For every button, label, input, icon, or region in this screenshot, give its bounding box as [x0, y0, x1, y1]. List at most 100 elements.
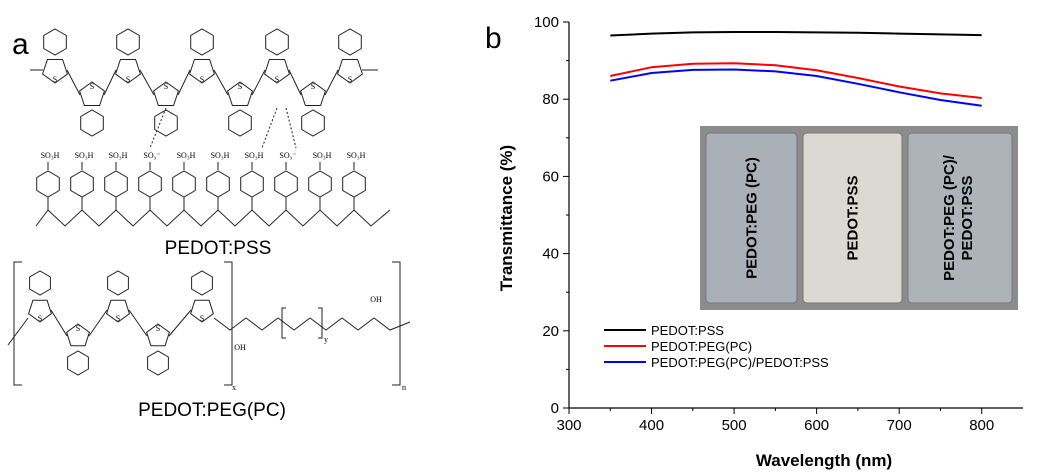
- x-tick-label: 800: [969, 417, 994, 434]
- ionic-interaction: [285, 107, 297, 149]
- dioxane-ring: [43, 28, 67, 56]
- y-tick-label: 40: [542, 246, 559, 263]
- pss-chain: [35, 162, 391, 227]
- panel-label-b: b: [485, 22, 502, 55]
- dioxane-ring: [80, 109, 104, 137]
- dioxane-ring: [67, 350, 89, 376]
- sample-label: PEDOT:PEG (PC): [744, 157, 761, 279]
- pedot-peg-backbone: [7, 261, 411, 386]
- legend-entry: PEDOT:PSS: [651, 323, 724, 338]
- x-tick-label: 600: [804, 417, 829, 434]
- backbone-bond: [139, 69, 155, 96]
- sulfonic-group: SO₃H: [75, 151, 94, 160]
- dioxane-ring: [29, 270, 51, 296]
- sulfur-atom: S: [126, 75, 130, 84]
- sulfonic-group: SO₃H: [347, 151, 366, 160]
- hydroxyl-group: OH: [234, 343, 246, 352]
- dioxane-ring: [265, 28, 289, 56]
- backbone-bond: [251, 69, 266, 96]
- dioxane-ring: [190, 28, 214, 56]
- backbone-bond: [168, 309, 192, 337]
- sulfur-atom: S: [116, 314, 120, 323]
- x-tick-label: 300: [556, 417, 581, 434]
- pedot-pss-label: PEDOT:PSS: [165, 238, 272, 259]
- x-tick-label: 500: [722, 417, 747, 434]
- chain-end-bond: [7, 317, 29, 346]
- y-axis-title: Transmittance (%): [497, 145, 516, 291]
- thiophene-ring: [264, 59, 290, 84]
- series-line: [610, 31, 982, 37]
- sulfur-atom: S: [38, 314, 42, 323]
- series-line: [610, 68, 982, 107]
- repeat-bracket-right: [392, 261, 401, 386]
- sulfonic-group: SO₃H: [313, 151, 332, 160]
- thiophene-ring: [28, 299, 52, 323]
- sulfonic-group: SO₃H: [109, 151, 128, 160]
- thiophene-ring: [115, 59, 141, 84]
- sulfur-atom: S: [164, 82, 168, 91]
- sulfonic-group: SO₃⁻: [279, 151, 296, 160]
- y-tick-label: 60: [542, 168, 559, 185]
- thiophene-ring: [227, 81, 253, 106]
- atom-labels: S S S S S S S S S SO₃H SO₃H SO₃H SO₃⁻ SO₃H SO₃H SO₃H SO₃…: [38, 75, 406, 392]
- backbone-bond: [177, 69, 191, 96]
- dioxane-ring: [228, 109, 252, 137]
- sulfonic-group: SO₃H: [211, 151, 230, 160]
- thiophene-ring: [337, 59, 363, 84]
- sulfur-atom: S: [76, 324, 80, 333]
- thiophene-ring: [66, 323, 90, 347]
- ionic-interaction: [261, 107, 278, 149]
- backbone-bond: [288, 69, 302, 96]
- subscript-n: n: [402, 383, 406, 392]
- dioxane-ring: [107, 270, 129, 296]
- sulfur-atom: S: [53, 75, 57, 84]
- backbone-bond: [50, 309, 68, 337]
- sulfur-atom: S: [156, 324, 160, 333]
- series-lines: [610, 31, 982, 107]
- thiophene-ring: [300, 81, 326, 106]
- peg-chain: [213, 317, 411, 331]
- backbone-bond: [128, 309, 148, 337]
- sample-label: PEDOT:PSS: [959, 175, 976, 260]
- backbone-bond: [103, 69, 117, 96]
- x-tick-label: 700: [887, 417, 912, 434]
- dioxane-ring: [116, 28, 140, 56]
- polystyrene-backbone: [35, 209, 391, 227]
- sulfur-atom: S: [238, 82, 242, 91]
- x-tick-label: 400: [639, 417, 664, 434]
- peg-bracket: [281, 307, 286, 339]
- y-tick-label: 80: [542, 91, 559, 108]
- ionic-interaction: [149, 107, 167, 149]
- backbone-bond: [324, 69, 339, 96]
- pedot-peg-label: PEDOT:PEG(PC): [138, 400, 286, 421]
- thiophene-ring: [146, 323, 170, 347]
- sulfur-atom: S: [90, 82, 94, 91]
- repeat-bracket-left: [13, 261, 22, 386]
- sample-film: [907, 132, 1013, 304]
- sulfonic-group: SO₃⁻: [143, 151, 160, 160]
- sample-film: [802, 132, 903, 304]
- subscript-x: x: [232, 383, 236, 392]
- legend: PEDOT:PSSPEDOT:PEG(PC)PEDOT:PEG(PC)/PEDO…: [604, 323, 829, 370]
- sulfur-atom: S: [275, 75, 279, 84]
- sample-label: PEDOT:PSS: [845, 175, 862, 260]
- series-line: [610, 62, 982, 99]
- peg-bracket: [318, 307, 323, 339]
- sample-label: PEDOT:PEG (PC)/: [941, 154, 958, 281]
- dioxane-ring: [338, 28, 362, 56]
- thiophene-ring: [189, 59, 215, 84]
- sulfonic-group: SO₃H: [41, 151, 60, 160]
- sample-film: [705, 132, 798, 304]
- dioxane-ring: [147, 350, 169, 376]
- sulfonic-group: SO₃H: [177, 151, 196, 160]
- backbone-bond: [66, 69, 81, 96]
- x-axis-title: Wavelength (nm): [756, 451, 892, 470]
- dioxane-ring: [154, 109, 178, 137]
- legend-entry: PEDOT:PEG(PC): [651, 339, 752, 354]
- thiophene-ring: [190, 299, 214, 323]
- backbone-bond: [88, 309, 108, 337]
- legend-entry: PEDOT:PEG(PC)/PEDOT:PSS: [651, 355, 829, 370]
